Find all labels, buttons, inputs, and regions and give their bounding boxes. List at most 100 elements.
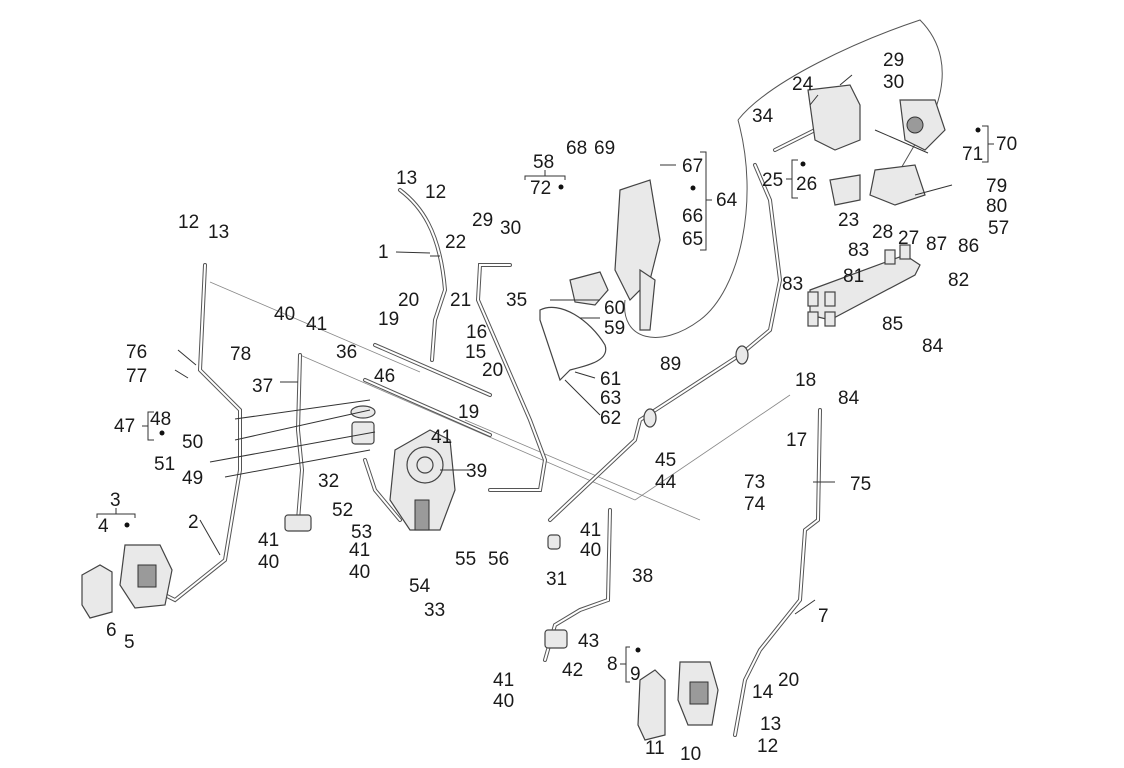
pedal-guard-61 <box>539 306 607 382</box>
callout-37: 37 <box>252 376 273 397</box>
callout-33: 33 <box>424 600 445 621</box>
callout-14: 14 <box>752 682 774 703</box>
callout-67: 67 <box>682 156 703 177</box>
callout-13a: 13 <box>208 222 229 243</box>
callout-15: 15 <box>465 342 486 363</box>
callout-30a: 30 <box>500 218 521 239</box>
callout-13c: 13 <box>760 714 781 735</box>
callout-87: 87 <box>926 234 947 255</box>
callout-39: 39 <box>466 461 487 482</box>
callout-18: 18 <box>795 370 816 391</box>
callout-40b: 40 <box>258 552 279 573</box>
callout-66: 66 <box>682 206 703 227</box>
callout-9: 9 <box>630 664 641 685</box>
callout-26: 26 <box>796 174 817 195</box>
callout-53: 53 <box>351 522 372 543</box>
brake-hose-22 <box>475 263 548 492</box>
callout-52: 52 <box>332 500 353 521</box>
callout-41a: 41 <box>306 314 327 335</box>
callout-44: 44 <box>655 472 677 493</box>
callout-8: 8 <box>607 654 618 675</box>
callout-61: 61 <box>600 369 621 390</box>
leader-lines <box>174 74 953 615</box>
callout-73: 73 <box>744 472 765 493</box>
mounting-bracket-81 <box>807 244 921 327</box>
callout-17: 17 <box>786 430 807 451</box>
callout-59: 59 <box>604 318 625 339</box>
callout-21: 21 <box>450 290 471 311</box>
callout-40a: 40 <box>274 304 295 325</box>
callout-40d: 40 <box>580 540 601 561</box>
callout-47: 47 <box>114 416 135 437</box>
brake-pipe-89 <box>548 163 783 522</box>
reference-line <box>634 394 791 501</box>
callout-labels: 1 2 3 4 5 6 7 8 9 10 11 12 12 12 13 13 1… <box>98 50 1017 765</box>
callout-20a: 20 <box>398 290 419 311</box>
callout-12b: 12 <box>425 182 446 203</box>
callout-83b: 83 <box>782 274 803 295</box>
callout-28: 28 <box>872 222 893 243</box>
callout-40e: 40 <box>493 691 514 712</box>
callout-80: 80 <box>986 196 1007 217</box>
brake-hose-1 <box>398 188 448 362</box>
rear-brake-hose-7 <box>733 408 822 737</box>
callout-7: 7 <box>818 606 829 627</box>
assembly-outline <box>737 19 943 171</box>
callout-3: 3 <box>110 490 121 511</box>
callout-12c: 12 <box>757 736 778 757</box>
callout-60: 60 <box>604 298 625 319</box>
reference-line <box>464 419 701 521</box>
callout-16: 16 <box>466 322 487 343</box>
callout-23: 23 <box>838 210 859 231</box>
callout-84a: 84 <box>922 336 944 357</box>
callout-34: 34 <box>752 106 774 127</box>
callout-62: 62 <box>600 408 621 429</box>
callout-72: 72 <box>530 178 551 199</box>
callout-19a: 19 <box>378 309 399 330</box>
callout-41c: 41 <box>258 530 279 551</box>
callout-2: 2 <box>188 512 199 533</box>
callout-56: 56 <box>488 549 509 570</box>
assembly-outline-inner <box>624 119 748 338</box>
callout-31: 31 <box>546 569 567 590</box>
callout-75: 75 <box>850 474 871 495</box>
callout-29b: 29 <box>883 50 904 71</box>
callout-22: 22 <box>445 232 466 253</box>
callout-32: 32 <box>318 471 339 492</box>
callout-76: 76 <box>126 342 147 363</box>
rear-distribution-valve <box>544 629 568 649</box>
callout-20b: 20 <box>482 360 503 381</box>
callout-51: 51 <box>154 454 175 475</box>
callout-77: 77 <box>126 366 147 387</box>
callout-27: 27 <box>898 228 919 249</box>
callout-86: 86 <box>958 236 979 257</box>
callout-49: 49 <box>182 468 203 489</box>
callout-1: 1 <box>378 242 389 263</box>
grommet-89 <box>643 345 749 428</box>
front-right-junction <box>284 514 312 532</box>
callout-82: 82 <box>948 270 969 291</box>
callout-10: 10 <box>680 744 701 765</box>
callout-64: 64 <box>716 190 738 211</box>
callout-79: 79 <box>986 176 1007 197</box>
callout-13b: 13 <box>396 168 417 189</box>
callout-85: 85 <box>882 314 903 335</box>
callout-84b: 84 <box>838 388 860 409</box>
callout-12a: 12 <box>178 212 199 233</box>
brake-hose-37 <box>295 353 305 522</box>
callout-50: 50 <box>182 432 203 453</box>
callout-20c: 20 <box>778 670 799 691</box>
callout-29a: 29 <box>472 210 493 231</box>
brake-pedal-assembly <box>614 179 661 331</box>
callout-69: 69 <box>594 138 615 159</box>
callout-58: 58 <box>533 152 554 173</box>
callout-41e: 41 <box>580 520 601 541</box>
callout-81: 81 <box>843 266 864 287</box>
brake-line-rail-lower <box>363 378 492 437</box>
callout-5: 5 <box>124 632 135 653</box>
callout-55: 55 <box>455 549 476 570</box>
callout-68: 68 <box>566 138 587 159</box>
callout-65: 65 <box>682 229 703 250</box>
callout-54: 54 <box>409 576 431 597</box>
